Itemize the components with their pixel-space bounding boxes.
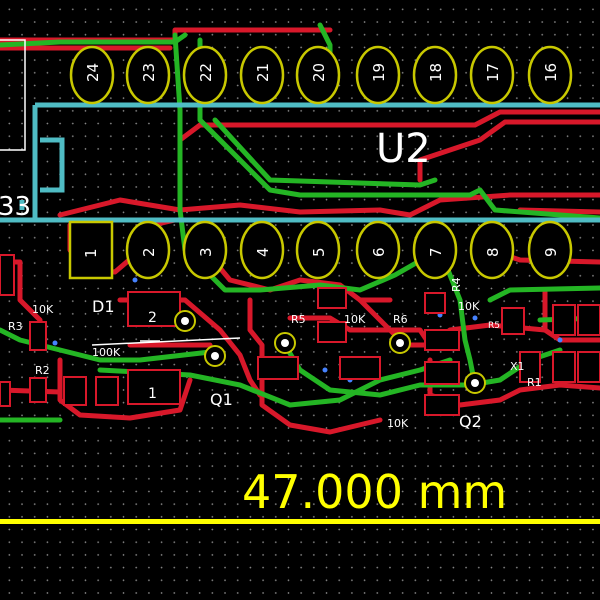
- u2-pin-21[interactable]: 21: [239, 45, 285, 105]
- pin-label: 17: [484, 63, 502, 82]
- u2-pin-19[interactable]: 19: [355, 45, 401, 105]
- d1-pad1-label: 1: [148, 386, 157, 402]
- tht-rings: [174, 310, 486, 394]
- r1-reference: R1: [527, 376, 542, 389]
- pin-label: 6: [370, 247, 388, 257]
- left-part-label: 33: [0, 192, 31, 222]
- pin-label: 3: [197, 247, 215, 257]
- r2-reference: R2: [35, 364, 50, 377]
- r-value-10k-left: 10K: [32, 303, 54, 316]
- r4-reference: R4: [450, 277, 463, 292]
- r5-reference: R5: [291, 313, 306, 326]
- u2-pin-9[interactable]: 9: [527, 220, 573, 280]
- dimension-line: [0, 519, 600, 524]
- r-value-10k-r5: 10K: [344, 313, 366, 326]
- u2-pin-16[interactable]: 16: [527, 45, 573, 105]
- r-value-100k: 100K: [92, 346, 121, 359]
- pin-label: 8: [484, 247, 502, 257]
- pin-label: 7: [427, 247, 445, 257]
- pin-label: 22: [197, 63, 215, 82]
- silkscreen-outline: [0, 102, 600, 223]
- u2-pin-23[interactable]: 23: [125, 45, 171, 105]
- d1-reference: D1: [92, 297, 115, 316]
- x1-reference: X1: [510, 360, 525, 373]
- r6-reference: R6: [393, 313, 408, 326]
- smd-pads: [0, 254, 600, 416]
- u2-pin-7[interactable]: 7: [412, 220, 458, 280]
- pin-label: 19: [370, 63, 388, 82]
- pin-label: 9: [542, 247, 560, 257]
- u2-pin-4[interactable]: 4: [239, 220, 285, 280]
- pin-label: 21: [254, 63, 272, 82]
- u2-pin-8[interactable]: 8: [469, 220, 515, 280]
- pin-label: 5: [310, 247, 328, 257]
- r3-reference: R3: [8, 320, 23, 333]
- u2-pin-20[interactable]: 20: [295, 45, 341, 105]
- r5-small-reference: R5: [488, 321, 500, 331]
- d1-pad2-label: 2: [148, 310, 157, 326]
- pin-label: 24: [84, 63, 102, 82]
- r-value-10k-q2: 10K: [387, 417, 409, 430]
- u2-pin-1[interactable]: 1: [68, 220, 114, 280]
- u2-pin-24[interactable]: 24: [69, 45, 115, 105]
- pin-label: 4: [254, 247, 272, 257]
- u2-reference: U2: [376, 126, 431, 172]
- u2-top-pads: 24 23 22 21 20 19 18 17 16: [69, 45, 573, 105]
- pin-label: 1: [82, 248, 100, 258]
- u2-pin-17[interactable]: 17: [469, 45, 515, 105]
- u2-pin-22[interactable]: 22: [182, 45, 228, 105]
- u2-pin-2[interactable]: 2: [125, 220, 171, 280]
- silk-lines: [0, 39, 241, 346]
- r-value-10k-r4: 10K: [458, 300, 480, 313]
- q2-reference: Q2: [459, 412, 482, 431]
- u2-bottom-pads: 1 2 3 4 5 6 7 8 9: [68, 220, 573, 280]
- u2-pin-3[interactable]: 3: [182, 220, 228, 280]
- u2-pin-6[interactable]: 6: [355, 220, 401, 280]
- pin-label: 2: [140, 247, 158, 257]
- u2-pin-18[interactable]: 18: [412, 45, 458, 105]
- pin-label: 16: [542, 63, 560, 82]
- pin-label: 20: [310, 63, 328, 82]
- pin-label: 23: [140, 63, 158, 82]
- u2-pin-5[interactable]: 5: [295, 220, 341, 280]
- dimension-text: 47.000 mm: [242, 465, 507, 519]
- pin-label: 18: [427, 63, 445, 82]
- q1-reference: Q1: [210, 390, 233, 409]
